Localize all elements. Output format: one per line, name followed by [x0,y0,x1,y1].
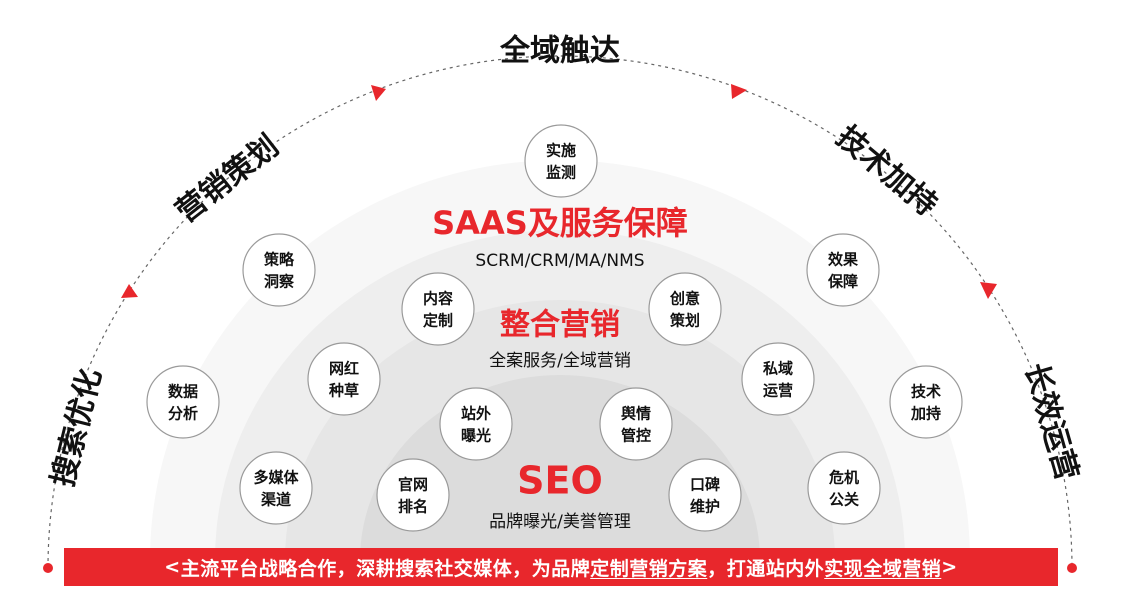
node-circle [806,233,880,307]
banner-highlight-custom-plan: 定制营销方案 [590,557,708,580]
node-label: 种草 [328,382,359,400]
banner-text-part2: ，打通站内外 [707,557,825,580]
label-search-optimization: 搜索优化 [46,365,109,490]
node-label: 多媒体 [253,469,299,487]
node-circle [599,387,673,461]
tier-saas-title: SAAS及服务保障 [432,204,688,242]
banner-close-bracket: > [941,556,958,578]
bottom-banner: < 主流平台战略合作，深耕搜索社交媒体，为品牌 定制营销方案 ，打通站内外 实现… [64,548,1058,586]
node-label: 公关 [829,491,859,509]
tier-titles: SAAS及服务保障 SCRM/CRM/MA/NMS 整合营销 全案服务/全域营销… [432,204,688,532]
node-circle [668,458,742,532]
node-label: 实施 [546,142,576,160]
outer-dashed-arc [47,55,1073,569]
banner-highlight-omni-marketing: 实现全域营销 [824,557,942,580]
arrow-icon [121,284,138,298]
node-circle [889,365,963,439]
service-nodes: 实施监测策略洞察效果保障内容定制创意策划网红种草私域运营数据分析技术加持站外曝光… [146,124,963,532]
label-tech-support: 技术加持 [829,119,943,223]
arc-end-dot-right [1067,563,1077,573]
node-circle [146,365,220,439]
tier-seo-subtitle: 品牌曝光/美誉管理 [489,512,631,532]
node-circle [741,342,815,416]
node-label: 舆情 [621,405,651,423]
node-label: 效果 [828,251,859,269]
node-label: 保障 [827,273,858,291]
node-circle [307,342,381,416]
node-label: 运营 [763,382,793,400]
node-label: 维护 [690,498,720,516]
arrow-icon [731,84,747,99]
node-label: 曝光 [461,427,491,445]
banner-text-part1: 主流平台战略合作，深耕搜索社交媒体，为品牌 [180,557,591,580]
node-label: 策略 [263,251,295,269]
arc-end-dot-left [43,563,53,573]
arrow-icon [980,282,997,299]
node-circle [648,272,722,346]
node-label: 定制 [423,312,453,330]
node-circle [242,233,316,307]
tier-seo-title: SEO [517,459,603,503]
node-label: 管控 [621,427,651,445]
node-label: 数据 [168,383,198,401]
node-label: 策划 [669,312,700,330]
tier-integrated-title: 整合营销 [500,308,620,343]
node-circle [376,458,450,532]
node-label: 分析 [168,405,198,423]
node-label: 口碑 [690,476,720,494]
banner-open-bracket: < [164,556,181,578]
node-label: 创意 [669,290,700,308]
label-marketing-planning: 营销策划 [169,128,285,229]
arrow-icon [371,85,386,101]
node-circle [439,387,513,461]
node-label: 监测 [546,164,576,182]
node-label: 站外 [461,405,491,423]
node-label: 加持 [910,405,941,423]
node-label: 网红 [329,360,359,378]
node-label: 危机 [829,469,859,487]
node-label: 渠道 [261,491,291,509]
node-circle [807,451,881,525]
arc-arrows [121,84,997,299]
node-tech: 技术加持 [889,365,963,439]
node-label: 技术 [911,383,941,401]
label-long-term-operation: 长效运营 [1018,359,1085,484]
node-circle [524,124,598,198]
node-label: 私域 [762,360,793,378]
label-omni-reach: 全域触达 [499,34,620,69]
node-label: 内容 [423,290,453,308]
tier-integrated-subtitle: 全案服务/全域营销 [489,351,631,371]
node-circle [401,272,475,346]
tier-saas-subtitle: SCRM/CRM/MA/NMS [475,251,644,271]
node-label: 官网 [398,476,428,494]
node-circle [239,451,313,525]
node-label: 洞察 [264,273,295,291]
node-label: 排名 [398,498,428,516]
